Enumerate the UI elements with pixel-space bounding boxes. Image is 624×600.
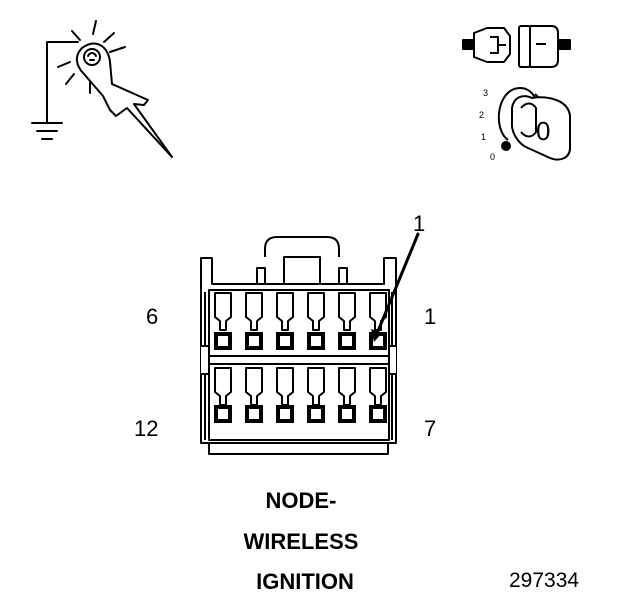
terminal-cavity-8: [338, 367, 356, 423]
pin-label-7: 7: [424, 416, 437, 441]
pointer-label: 1: [413, 211, 426, 236]
title-line-3: IGNITION: [256, 569, 354, 594]
terminal-cavity-3: [307, 292, 325, 350]
ignition-position-2: 2: [479, 110, 485, 120]
terminal-cavity-4: [276, 292, 294, 350]
terminal-cavity-2: [338, 292, 356, 350]
ignition-position-0: 0: [490, 152, 496, 162]
ignition-position-1: 1: [481, 132, 487, 142]
disconnected-connector-icon: [462, 25, 571, 68]
terminal-cavity-11: [245, 367, 263, 423]
terminal-cavity-12: [214, 367, 232, 423]
terminal-cavity-7: [369, 367, 387, 423]
ignition-position-3: 3: [483, 88, 489, 98]
terminal-cavity-5: [245, 292, 263, 350]
ignition-key-icon: [497, 87, 571, 161]
terminal-cavity-9: [307, 367, 325, 423]
pin-label-1: 1: [424, 304, 437, 329]
terminal-cavities: [214, 292, 387, 423]
title-line-1: NODE-: [265, 488, 337, 513]
terminal-cavity-6: [214, 292, 232, 350]
terminal-cavity-10: [276, 367, 294, 423]
probe-ground-icon: [31, 20, 173, 158]
pin-label-6: 6: [146, 304, 159, 329]
pin-label-12: 12: [134, 416, 159, 441]
figure-number: 297334: [509, 569, 580, 592]
ignition-key-label: 0: [536, 116, 551, 146]
title-line-2: WIRELESS: [243, 529, 359, 554]
pin-1-pointer: [371, 232, 420, 342]
